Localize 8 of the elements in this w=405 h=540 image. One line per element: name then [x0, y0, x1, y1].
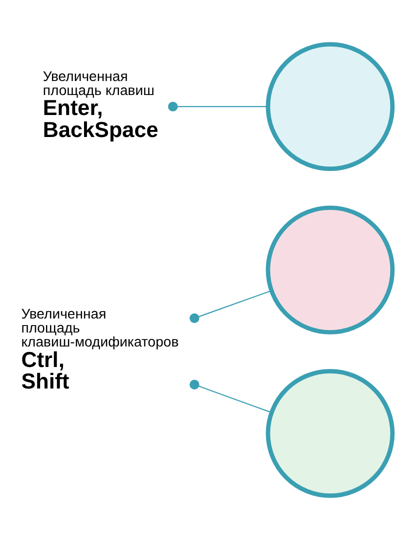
- node-text: Увеличенная площадь клавиш Enter, BackSpace: [42, 68, 158, 142]
- connector: [190, 290, 272, 324]
- node-circle: [266, 42, 395, 171]
- node-circle: [266, 206, 395, 334]
- connector: [190, 380, 272, 413]
- node-text: Увеличенная площадь клавиш-модификаторов Ctrl, Shift: [21, 306, 179, 394]
- node-circle: [266, 369, 395, 498]
- connector: [168, 102, 268, 112]
